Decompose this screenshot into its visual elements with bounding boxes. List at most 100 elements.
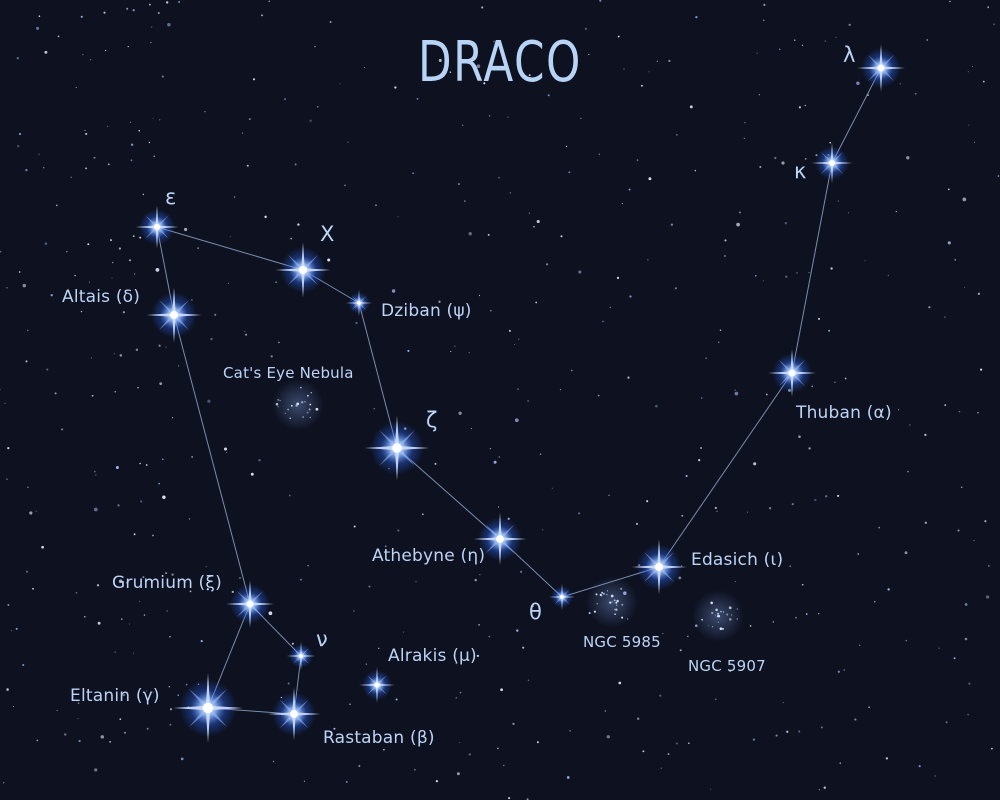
background-star xyxy=(646,500,649,503)
background-star xyxy=(898,409,900,411)
background-star xyxy=(512,722,515,726)
star-dziban xyxy=(345,289,373,317)
background-star xyxy=(618,681,622,685)
background-star xyxy=(100,698,102,700)
background-star xyxy=(397,216,399,218)
background-star xyxy=(412,172,414,174)
background-star xyxy=(743,137,745,139)
background-star xyxy=(944,316,946,318)
background-star xyxy=(736,222,740,227)
background-star xyxy=(984,520,987,523)
background-star xyxy=(135,348,139,351)
dso-ngc5907 xyxy=(692,590,744,642)
background-star xyxy=(290,237,293,240)
background-star xyxy=(18,132,22,136)
background-star xyxy=(132,235,135,237)
background-star xyxy=(468,232,472,236)
background-star xyxy=(924,521,927,524)
background-star xyxy=(588,53,590,56)
background-star xyxy=(768,507,772,510)
background-star xyxy=(449,71,452,73)
background-star xyxy=(648,177,652,181)
background-star xyxy=(180,757,184,761)
background-star xyxy=(214,313,217,316)
background-star xyxy=(470,427,472,430)
background-star xyxy=(679,649,682,652)
background-star xyxy=(152,534,154,537)
background-star xyxy=(378,647,380,649)
background-star xyxy=(270,355,273,358)
background-star xyxy=(779,553,782,556)
background-star xyxy=(899,83,901,85)
background-star xyxy=(628,188,631,191)
background-star xyxy=(839,762,842,764)
background-star xyxy=(27,486,29,488)
background-star xyxy=(297,223,300,226)
background-star xyxy=(421,513,424,516)
background-star xyxy=(710,788,712,790)
background-star xyxy=(689,105,693,109)
background-star xyxy=(828,329,831,332)
star-grumium xyxy=(226,580,274,628)
background-star xyxy=(299,578,302,581)
background-star xyxy=(489,447,492,450)
background-star xyxy=(734,391,739,396)
background-star xyxy=(637,717,640,720)
background-star xyxy=(945,721,948,724)
background-star xyxy=(687,635,689,637)
background-star xyxy=(798,106,801,109)
background-star xyxy=(107,125,109,128)
background-star xyxy=(957,529,960,532)
background-star xyxy=(577,512,581,515)
background-star xyxy=(119,354,123,357)
background-star xyxy=(165,346,167,348)
constellation-line xyxy=(658,372,793,568)
background-star xyxy=(674,287,677,290)
background-star xyxy=(459,742,461,744)
background-star xyxy=(528,74,531,77)
background-star xyxy=(178,0,181,4)
background-star xyxy=(655,404,658,408)
background-star xyxy=(844,377,847,380)
background-star xyxy=(119,718,122,721)
background-star xyxy=(114,651,116,653)
background-star xyxy=(287,682,290,685)
background-star xyxy=(458,411,462,415)
background-star xyxy=(528,212,530,214)
background-star xyxy=(670,223,674,226)
background-star xyxy=(171,417,174,419)
background-star xyxy=(533,225,535,228)
background-star xyxy=(384,545,387,548)
background-star xyxy=(288,494,291,497)
background-star xyxy=(104,49,107,52)
background-star xyxy=(597,394,600,397)
background-star xyxy=(604,710,607,712)
background-star xyxy=(698,458,701,462)
background-star xyxy=(503,764,505,767)
background-star xyxy=(527,400,529,402)
background-star xyxy=(987,6,990,9)
background-star xyxy=(648,71,650,73)
background-star xyxy=(487,233,490,236)
background-star xyxy=(804,104,807,107)
background-star xyxy=(248,118,251,121)
background-star xyxy=(793,39,796,42)
background-star xyxy=(977,412,979,414)
background-star xyxy=(982,80,985,83)
constellation-line xyxy=(173,314,251,605)
background-star xyxy=(18,271,21,273)
background-star xyxy=(111,261,114,264)
background-star xyxy=(32,587,34,590)
background-star xyxy=(717,341,720,344)
background-star xyxy=(189,590,192,593)
background-star xyxy=(140,500,143,503)
background-star xyxy=(885,757,889,760)
background-star xyxy=(774,156,777,160)
background-star xyxy=(748,552,751,555)
background-star xyxy=(801,44,804,46)
background-star xyxy=(456,772,460,776)
background-star xyxy=(252,78,256,81)
background-star xyxy=(782,702,784,704)
background-star xyxy=(997,175,1000,177)
